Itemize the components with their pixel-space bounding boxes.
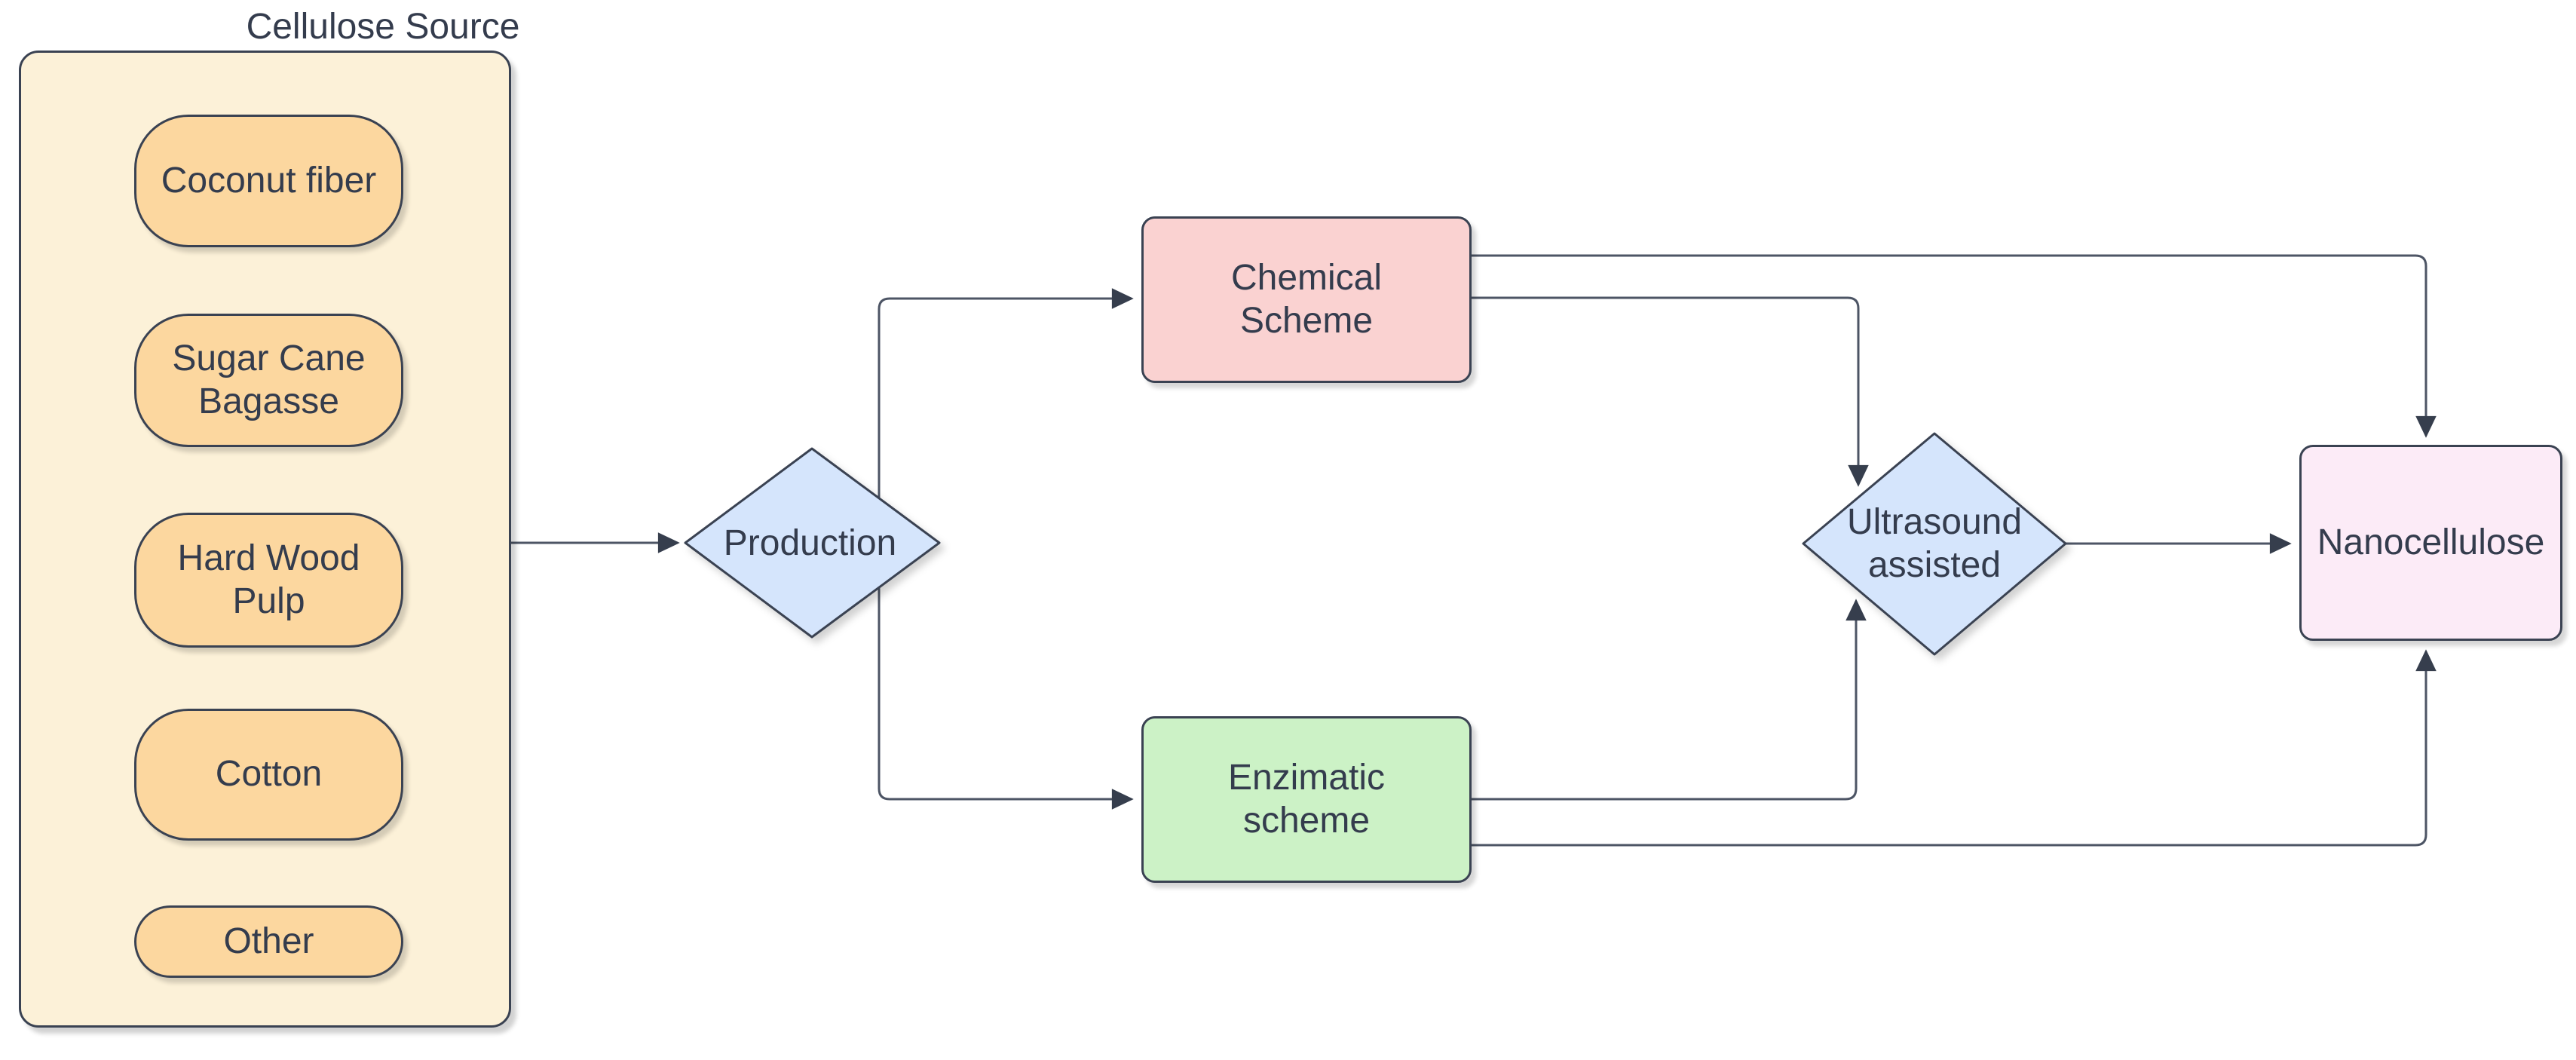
- edge-production-to-enzimatic: [878, 535, 1134, 810]
- chemical-scheme-node: [1141, 216, 1472, 383]
- cellulose-source-title: Cellulose Source: [246, 7, 520, 47]
- source-item-label: Cotton: [215, 754, 323, 795]
- edge-enzimatic-to-ultrasound: [1472, 599, 1867, 801]
- source-item-label: Other: [223, 921, 314, 961]
- edge-chemical-to-nanocellulose: [1472, 254, 2437, 438]
- production-diamond: [684, 447, 941, 639]
- enzimatic-scheme-node: [1141, 716, 1472, 883]
- source-item-sugar-cane-bagasse: Sugar Cane Bagasse: [134, 314, 403, 447]
- ultrasound-diamond: [1802, 432, 2067, 656]
- source-item-coconut-fiber: Coconut fiber: [134, 115, 403, 247]
- source-item-cotton: Cotton: [134, 709, 403, 841]
- source-item-label: Hard Wood Pulp: [177, 538, 360, 621]
- source-item-hard-wood-pulp: Hard Wood Pulp: [134, 513, 403, 648]
- source-item-label: Sugar Cane Bagasse: [172, 338, 366, 421]
- nanocellulose-node: [2299, 445, 2562, 641]
- source-item-label: Coconut fiber: [161, 160, 377, 201]
- edge-chemical-to-ultrasound: [1472, 296, 1869, 487]
- edge-production-to-chemical: [878, 288, 1134, 550]
- source-item-other: Other: [134, 905, 403, 978]
- edge-enzimatic-to-nanocellulose: [1472, 649, 2437, 847]
